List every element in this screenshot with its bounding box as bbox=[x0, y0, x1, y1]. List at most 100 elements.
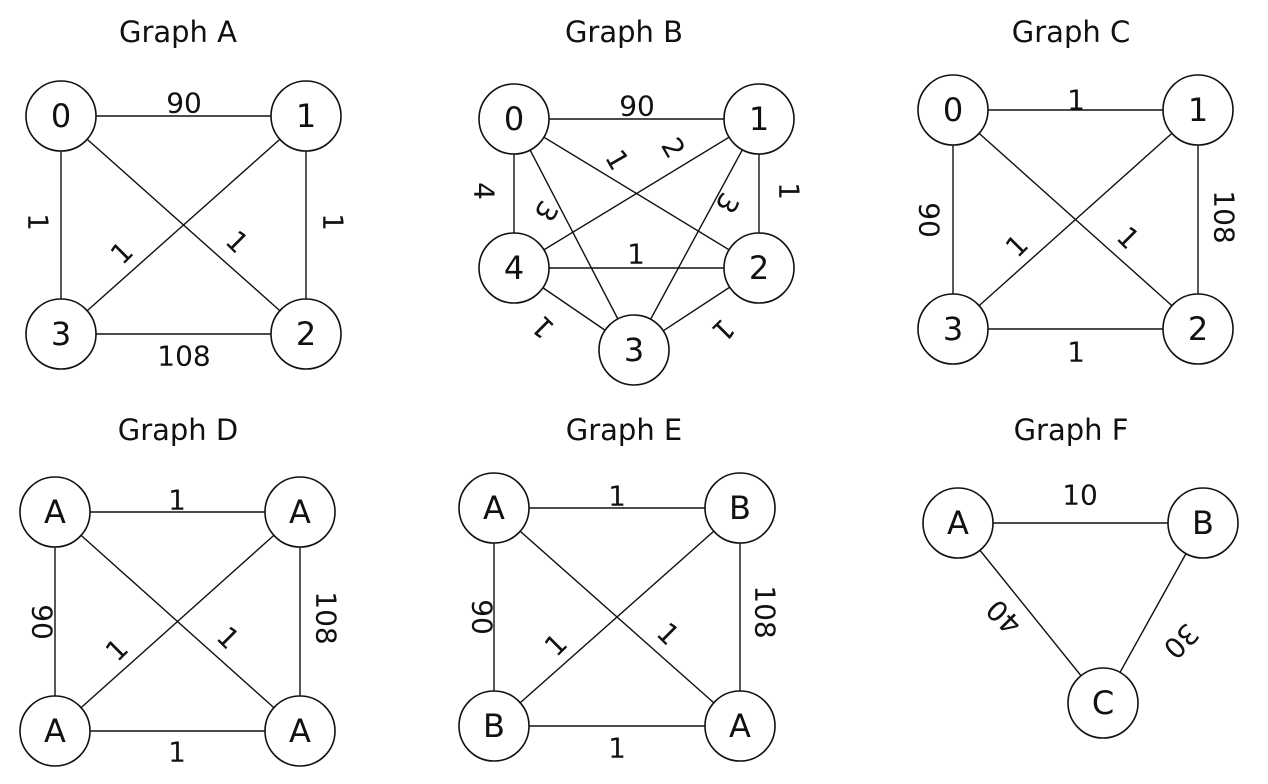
graph-a-edge-weight-2: 1 bbox=[317, 213, 350, 231]
graph-a-edge-weight-3: 108 bbox=[157, 340, 210, 373]
graph-a-node-label-2: 2 bbox=[296, 315, 316, 353]
graph-d-node-label-1: A bbox=[289, 493, 311, 531]
graph-e-edge-weight-5: 1 bbox=[538, 627, 574, 663]
graph-a-node-label-0: 0 bbox=[51, 97, 71, 135]
graph-b-title: Graph B bbox=[565, 15, 683, 49]
graph-e-edge-5 bbox=[493, 507, 741, 727]
graph-e-edge-weight-4: 1 bbox=[650, 616, 686, 652]
graph-d-node-label-0: A bbox=[44, 493, 66, 531]
graph-e-node-label-1: B bbox=[729, 489, 751, 527]
graph-f-edge-weight-2: 30 bbox=[1157, 617, 1206, 666]
graph-a-node-1 bbox=[270, 80, 342, 152]
graph-b-node-label-1: 1 bbox=[749, 100, 769, 138]
graph-f-node-label-1: B bbox=[1192, 504, 1214, 542]
graph-a-node-3 bbox=[25, 298, 97, 370]
graph-d-edge-weight-0: 1 bbox=[168, 484, 186, 517]
graph-b-edge-weight-5: 1 bbox=[705, 312, 741, 348]
graph-c-node-1 bbox=[1162, 74, 1234, 146]
graph-c-edge-5 bbox=[952, 109, 1199, 330]
graph-f-node-1 bbox=[1167, 487, 1239, 559]
graph-e-title: Graph E bbox=[566, 413, 683, 447]
graph-e-node-label-3: B bbox=[483, 707, 505, 745]
graph-b-edge-weight-4: 1 bbox=[525, 309, 561, 345]
graph-d-edge-weight-1: 90 bbox=[26, 604, 59, 640]
graph-b-edge-weight-0: 90 bbox=[619, 90, 655, 123]
graph-c-edge-weight-1: 90 bbox=[913, 202, 946, 238]
graph-e-edge-weight-2: 108 bbox=[749, 585, 782, 638]
graph-c-node-label-1: 1 bbox=[1188, 91, 1208, 129]
graph-c-edge-weight-4: 1 bbox=[1110, 220, 1146, 256]
graph-b-edge-weight-3: 1 bbox=[627, 238, 645, 271]
graph-b-edge-weight-1: 4 bbox=[468, 182, 501, 200]
graph-b-node-label-3: 3 bbox=[624, 331, 644, 369]
graph-d-node-3 bbox=[19, 695, 91, 767]
graph-a: Graph A 90 1 1 108 1 1 0 1 2 3 bbox=[22, 15, 350, 373]
graph-e-node-3 bbox=[458, 690, 530, 762]
graph-d-edge-weight-2: 108 bbox=[310, 591, 343, 644]
graph-a-edge-weight-4: 1 bbox=[219, 224, 255, 260]
graph-f-node-0 bbox=[922, 487, 994, 559]
graph-b-node-0 bbox=[478, 83, 550, 155]
graph-c-node-label-0: 0 bbox=[943, 91, 963, 129]
graph-c-node-3 bbox=[917, 293, 989, 365]
graph-d-edge-weight-5: 1 bbox=[99, 632, 135, 668]
graph-e-edge-weight-1: 90 bbox=[466, 599, 499, 635]
graph-c-edge-weight-5: 1 bbox=[999, 228, 1035, 264]
graph-d-edge-5 bbox=[54, 511, 301, 732]
graph-a-title: Graph A bbox=[119, 15, 237, 49]
graph-c-node-2 bbox=[1162, 293, 1234, 365]
graph-b-edge-weight-6: 1 bbox=[598, 144, 635, 176]
graph-a-node-label-1: 1 bbox=[296, 97, 316, 135]
graph-b-edge-weight-2: 1 bbox=[773, 182, 806, 200]
graph-b-node-label-4: 4 bbox=[504, 249, 524, 287]
graph-d-edge-weight-3: 1 bbox=[168, 736, 186, 769]
graph-e-node-2 bbox=[704, 690, 776, 762]
graph-f-edge-1 bbox=[957, 522, 1104, 704]
graph-b-node-4 bbox=[478, 232, 550, 304]
graph-a-edge-weight-0: 90 bbox=[166, 87, 202, 120]
graph-e-node-label-0: A bbox=[483, 489, 505, 527]
graph-f-node-label-2: C bbox=[1092, 684, 1114, 722]
graph-f-node-label-0: A bbox=[947, 504, 969, 542]
graph-b-edge-weight-8: 3 bbox=[527, 195, 564, 227]
graph-c-node-0 bbox=[917, 74, 989, 146]
graph-b-node-1 bbox=[723, 83, 795, 155]
graph-f-edge-weight-0: 10 bbox=[1062, 479, 1098, 512]
graph-a-node-2 bbox=[270, 298, 342, 370]
graph-c-edge-weight-2: 108 bbox=[1208, 190, 1241, 243]
graph-c-edge-weight-3: 1 bbox=[1067, 336, 1085, 369]
graph-b-edge-9 bbox=[633, 118, 760, 351]
graph-e-node-1 bbox=[704, 472, 776, 544]
graph-d-node-1 bbox=[264, 476, 336, 548]
graph-d-node-label-3: A bbox=[44, 712, 66, 750]
graph-e-node-0 bbox=[458, 472, 530, 544]
graph-d-edge-weight-4: 1 bbox=[210, 620, 246, 656]
graph-b-edge-8 bbox=[513, 118, 635, 351]
graph-a-node-label-3: 3 bbox=[51, 315, 71, 353]
graph-d-node-0 bbox=[19, 476, 91, 548]
graph-a-edge-5 bbox=[60, 115, 307, 335]
graph-c-edge-weight-0: 1 bbox=[1067, 84, 1085, 117]
graph-d-node-label-2: A bbox=[289, 712, 311, 750]
graph-e-edge-weight-3: 1 bbox=[608, 732, 626, 765]
graph-b-node-3 bbox=[598, 314, 670, 386]
graph-a-node-0 bbox=[25, 80, 97, 152]
graph-e-edge-weight-0: 1 bbox=[608, 480, 626, 513]
graph-c-node-label-3: 3 bbox=[943, 310, 963, 348]
graph-f-edge-weight-1: 40 bbox=[980, 593, 1029, 642]
graph-a-edge-weight-5: 1 bbox=[104, 235, 140, 271]
graph-f-node-2 bbox=[1067, 667, 1139, 739]
graph-b-edge-weight-7: 2 bbox=[654, 132, 691, 164]
graph-a-edge-weight-1: 1 bbox=[22, 213, 55, 231]
graph-b-node-2 bbox=[723, 232, 795, 304]
graph-b-edge-7 bbox=[513, 118, 760, 269]
graph-d-title: Graph D bbox=[118, 413, 239, 447]
graph-d-node-2 bbox=[264, 695, 336, 767]
graph-b-edge-weight-9: 3 bbox=[708, 187, 745, 219]
graph-e-node-label-2: A bbox=[729, 707, 751, 745]
